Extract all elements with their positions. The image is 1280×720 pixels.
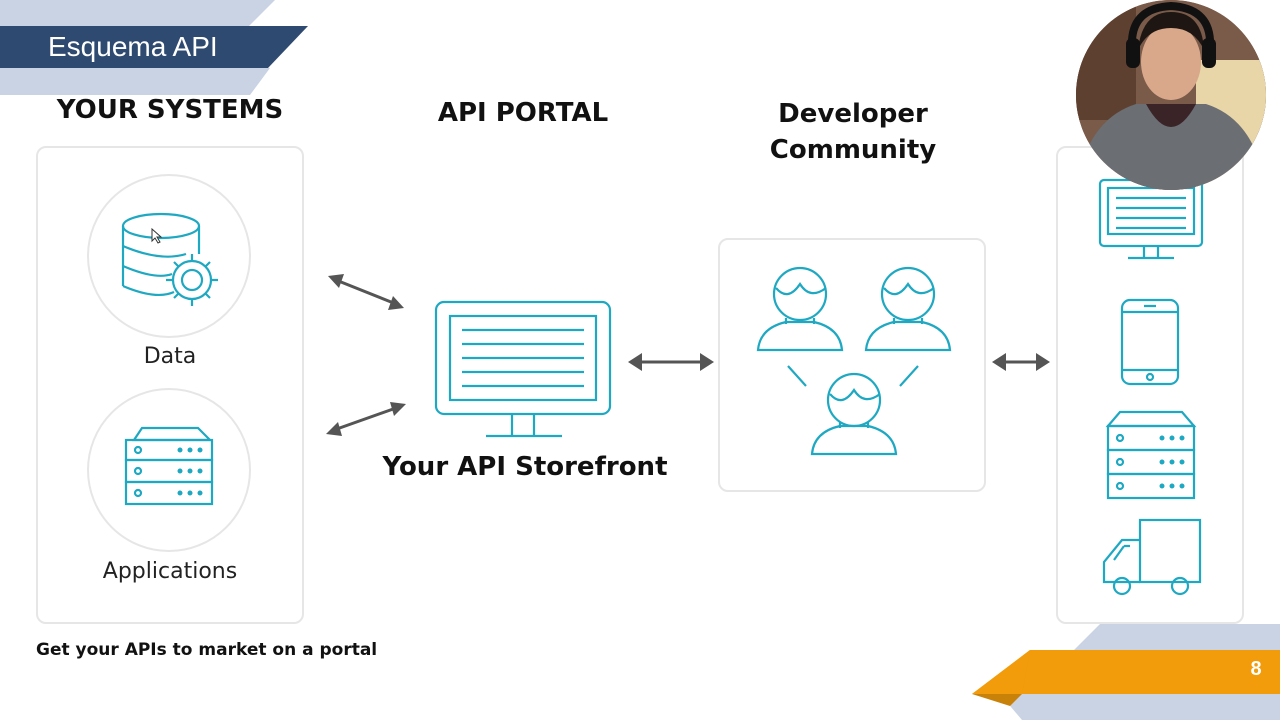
applications-label: Applications [102,559,238,584]
server-icon [1105,410,1197,500]
desktop-icon [1098,178,1204,260]
your-systems-title: YOUR SYSTEMS [56,95,284,125]
cursor-icon [151,227,163,244]
slide-title: Esquema API [48,31,218,62]
storefront-label: Your API Storefront [382,452,668,482]
data-label: Data [143,344,197,369]
developer-community-title: Developer Community [769,99,937,165]
api-portal-title: API PORTAL [437,98,609,128]
title-banner [0,0,308,95]
page-number: 8 [1250,658,1262,680]
monitor-icon [434,300,612,438]
presenter-webcam [1076,0,1266,190]
phone-icon [1120,298,1180,386]
double-arrow-icon [326,402,406,436]
community-panel [718,238,986,492]
double-arrow-icon [628,353,714,371]
truck-icon [1102,518,1202,596]
double-arrow-icon [328,274,404,310]
double-arrow-icon [992,353,1050,371]
database-gear-icon [87,174,251,338]
slide-caption: Get your APIs to market on a portal [36,640,378,660]
page-banner [972,624,1280,720]
server-icon [87,388,251,552]
users-icon [756,266,952,456]
